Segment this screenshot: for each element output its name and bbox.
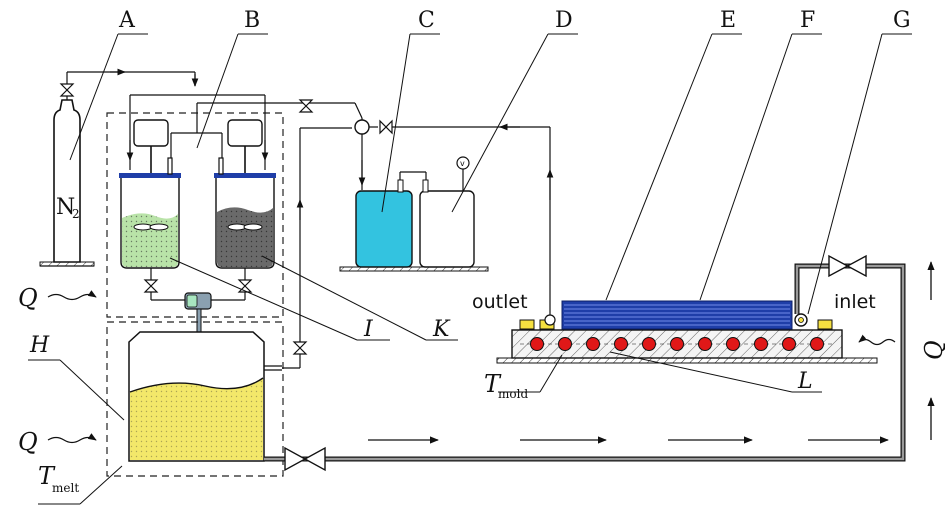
melt-tank — [128, 331, 282, 462]
vacuum-gauge-icon — [456, 156, 470, 170]
heater-element — [698, 337, 712, 351]
vacuum-valve-right — [379, 119, 393, 135]
label-c: C — [418, 8, 435, 33]
injection-valve-top — [828, 254, 867, 278]
resin-trap — [355, 171, 427, 268]
pump-base — [339, 266, 489, 272]
label-a: A — [118, 8, 136, 33]
fiber-preform — [561, 300, 793, 330]
heater-element — [642, 337, 656, 351]
nitrogen-valve — [59, 83, 75, 97]
vacuum-gauge-label: v — [460, 159, 465, 168]
label-f: F — [800, 8, 815, 33]
label-g: G — [893, 8, 911, 33]
inlet-label: inlet — [834, 291, 876, 313]
outlet-label: outlet — [472, 291, 528, 313]
heater-element — [726, 337, 740, 351]
t-melt-label: T — [38, 462, 56, 490]
left-vessel-valve — [143, 279, 159, 293]
t-mold-subscript: mold — [498, 387, 528, 401]
nitrogen-line — [66, 68, 199, 100]
resin-heating-zone — [106, 112, 284, 318]
vacuum-pump — [419, 156, 475, 268]
heater-element — [614, 337, 628, 351]
heater-element — [810, 337, 824, 351]
heater-element — [754, 337, 768, 351]
leader-lines — [28, 33, 912, 505]
label-k: K — [432, 317, 451, 342]
heater-element — [782, 337, 796, 351]
heat-flux-label-right: Q — [920, 340, 945, 360]
vacuum-valve-top — [298, 99, 314, 113]
resin-vessel-left — [119, 119, 181, 300]
inlet-port — [794, 313, 833, 330]
outlet-port — [519, 310, 556, 330]
t-mold-label: T — [484, 370, 502, 398]
n2-label: N — [56, 195, 75, 220]
static-mixer — [184, 292, 212, 342]
heat-flux-label-top: Q — [18, 284, 38, 312]
label-b: B — [244, 8, 260, 33]
label-i: I — [363, 317, 374, 342]
melt-return-valve — [292, 341, 308, 355]
heater-element — [670, 337, 684, 351]
heat-flux-label-bottom: Q — [18, 428, 38, 456]
melt-heating-zone — [106, 321, 284, 477]
injection-valve-bottom — [284, 446, 326, 472]
nitrogen-cylinder — [39, 99, 95, 267]
injection-line — [264, 263, 906, 462]
heater-row — [530, 337, 824, 351]
resin-vessel-right — [214, 119, 276, 300]
mold — [496, 329, 878, 364]
label-d: D — [555, 8, 573, 33]
heater-element — [586, 337, 600, 351]
label-l: L — [797, 369, 813, 394]
label-e: E — [720, 8, 736, 33]
label-h: H — [29, 333, 50, 358]
t-melt-subscript: melt — [52, 481, 79, 495]
heater-element — [530, 337, 544, 351]
n2-subscript: 2 — [72, 207, 80, 221]
heater-element — [558, 337, 572, 351]
vacuum-junction — [354, 119, 370, 135]
right-vessel-valve — [237, 279, 253, 293]
